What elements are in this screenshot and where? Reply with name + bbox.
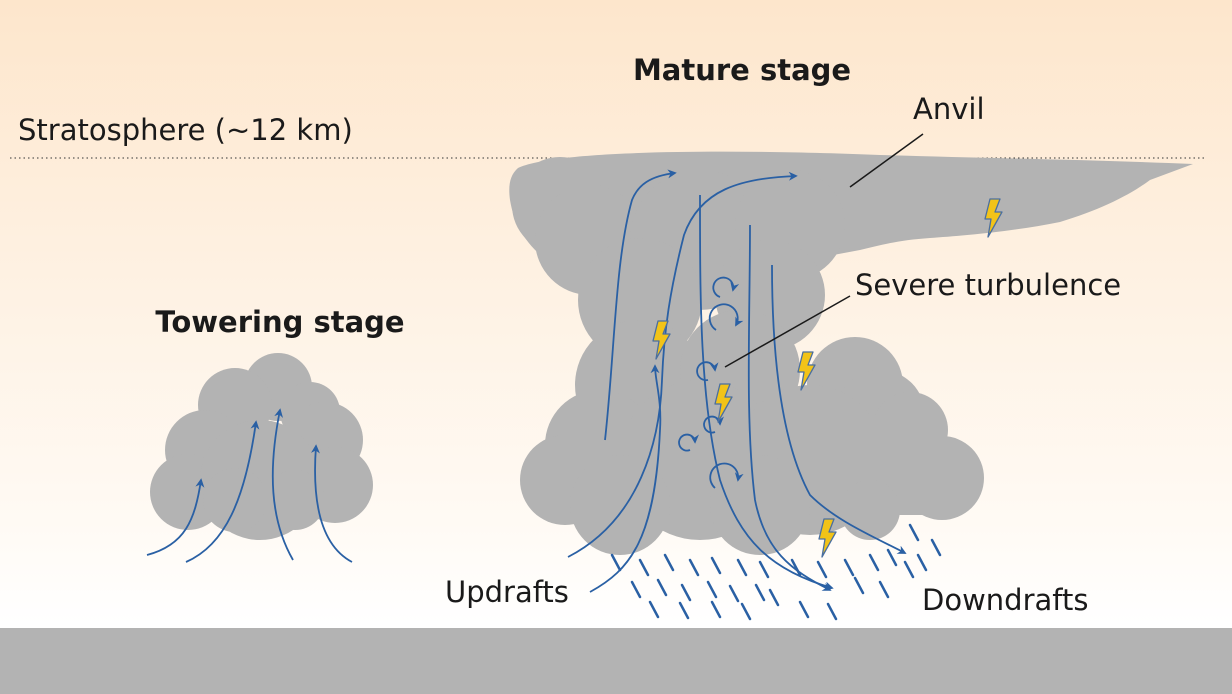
rain-streak bbox=[663, 553, 675, 572]
downdraft-arrow bbox=[699, 194, 834, 591]
updraft-arrow bbox=[604, 169, 677, 441]
rain-streak bbox=[930, 538, 942, 557]
towering-updrafts bbox=[146, 408, 353, 563]
turbulence-leader bbox=[724, 295, 851, 368]
anvil-label: Anvil bbox=[913, 92, 985, 126]
rain-streak bbox=[656, 578, 668, 597]
rain-streak bbox=[903, 560, 915, 579]
mature-downdrafts bbox=[699, 194, 907, 591]
rain-streak bbox=[798, 600, 810, 619]
rain-streak bbox=[878, 580, 890, 599]
towering-cloud bbox=[150, 353, 373, 540]
downdraft-arrow bbox=[771, 264, 907, 554]
rain-streak bbox=[758, 560, 770, 579]
rain-streak bbox=[916, 553, 928, 572]
rain-streak bbox=[706, 580, 718, 599]
rain-streak bbox=[768, 588, 780, 607]
rain-streak bbox=[816, 560, 828, 579]
rain-streak bbox=[826, 602, 838, 621]
mature-stage-title: Mature stage bbox=[633, 53, 851, 87]
rain-streak bbox=[790, 558, 802, 577]
rain-streak bbox=[680, 583, 692, 602]
turbulence-swirl bbox=[709, 462, 744, 489]
rain-streak bbox=[736, 558, 748, 577]
anvil-leader bbox=[849, 133, 924, 188]
updraft-arrow bbox=[271, 408, 294, 561]
turbulence-swirl bbox=[696, 361, 719, 382]
turbulence-swirl bbox=[678, 433, 699, 452]
rain-streak bbox=[908, 523, 920, 542]
rain-streak bbox=[843, 558, 855, 577]
rain bbox=[610, 523, 942, 621]
turbulence-label: Severe turbulence bbox=[855, 268, 1121, 302]
updraft-arrow bbox=[567, 171, 798, 558]
rain-streak bbox=[610, 553, 622, 572]
rain-streak bbox=[688, 558, 700, 577]
downdrafts-label: Downdrafts bbox=[922, 583, 1088, 617]
updraft-arrow bbox=[589, 364, 662, 593]
updraft-arrow bbox=[146, 478, 205, 556]
rain-streak bbox=[728, 584, 740, 603]
rain-streak bbox=[710, 600, 722, 619]
updrafts-label: Updrafts bbox=[445, 575, 569, 609]
turbulence-swirls bbox=[678, 276, 744, 489]
rain-streak bbox=[868, 553, 880, 572]
ground bbox=[0, 628, 1232, 694]
updraft-arrow bbox=[310, 444, 353, 563]
stratosphere-label: Stratosphere (~12 km) bbox=[18, 113, 353, 147]
rain-streak bbox=[710, 556, 722, 575]
rain-streak bbox=[638, 558, 650, 577]
rain-streak bbox=[630, 580, 642, 599]
towering-stage-title: Towering stage bbox=[155, 305, 404, 339]
rain-streak bbox=[853, 576, 865, 595]
updraft-arrow bbox=[185, 420, 260, 563]
rain-streak bbox=[648, 600, 660, 619]
rain-streak bbox=[886, 548, 898, 567]
rain-streak bbox=[754, 583, 766, 602]
downdraft-arrow bbox=[747, 224, 832, 591]
turbulence-swirl bbox=[712, 276, 740, 298]
mature-cloud bbox=[509, 151, 1193, 555]
turbulence-swirl bbox=[708, 303, 744, 331]
rain-streak bbox=[740, 602, 752, 621]
rain-streak bbox=[678, 601, 690, 620]
mature-updrafts bbox=[567, 169, 798, 593]
